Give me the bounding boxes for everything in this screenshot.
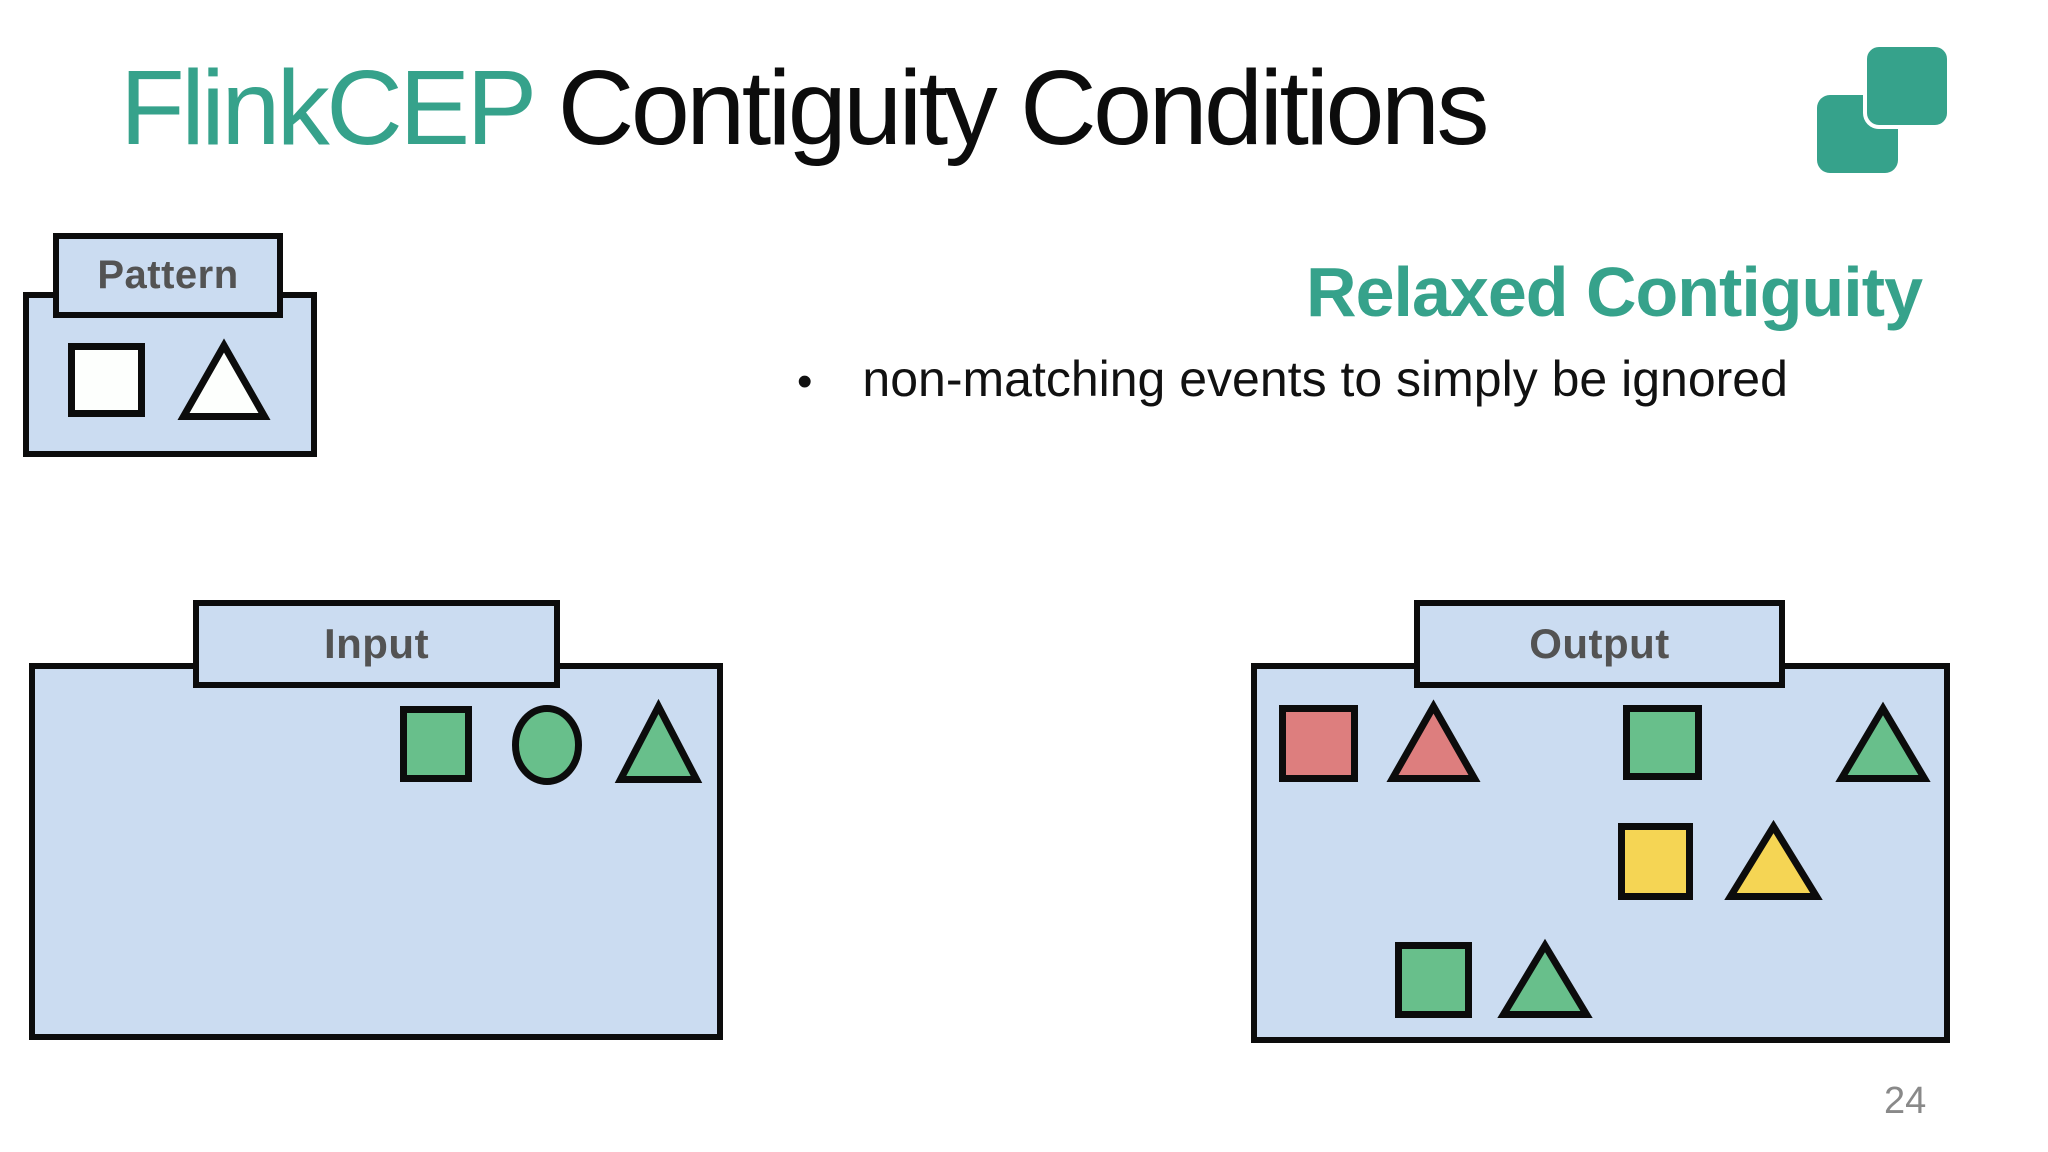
green-circle-icon [512, 705, 582, 785]
pattern-tab: Pattern [53, 233, 283, 318]
yellow-triangle-icon [1724, 819, 1823, 900]
bullet-item: • non-matching events to simply be ignor… [797, 350, 1788, 408]
green-square-icon [1623, 705, 1702, 780]
green-triangle-icon [614, 698, 703, 783]
bullet-text: non-matching events to simply be ignored [862, 351, 1788, 407]
input-label: Input [323, 620, 430, 667]
output-label: Output [1529, 620, 1670, 667]
output-box [1251, 663, 1950, 1043]
green-square-icon [1395, 942, 1472, 1018]
red-triangle-icon [1386, 699, 1481, 782]
logo-front-square-icon [1863, 43, 1951, 129]
pattern-label: Pattern [97, 253, 239, 297]
title-rest: Contiguity Conditions [531, 49, 1490, 167]
red-square-icon [1279, 705, 1358, 782]
input-tab: Input [193, 600, 560, 688]
green-triangle-icon [1497, 938, 1593, 1018]
slide-title: FlinkCEP Contiguity Conditions [120, 48, 1490, 169]
green-square-icon [400, 706, 472, 782]
green-triangle-icon [1835, 701, 1931, 782]
section-heading: Relaxed Contiguity [1306, 253, 1923, 331]
title-brand: FlinkCEP [120, 49, 535, 167]
white-square-icon [68, 343, 145, 417]
yellow-square-icon [1618, 823, 1693, 900]
output-tab: Output [1414, 600, 1785, 688]
bullet-marker: • [797, 357, 813, 406]
page-number: 24 [1884, 1080, 1927, 1122]
white-triangle-icon [177, 338, 271, 420]
input-box [29, 663, 723, 1040]
